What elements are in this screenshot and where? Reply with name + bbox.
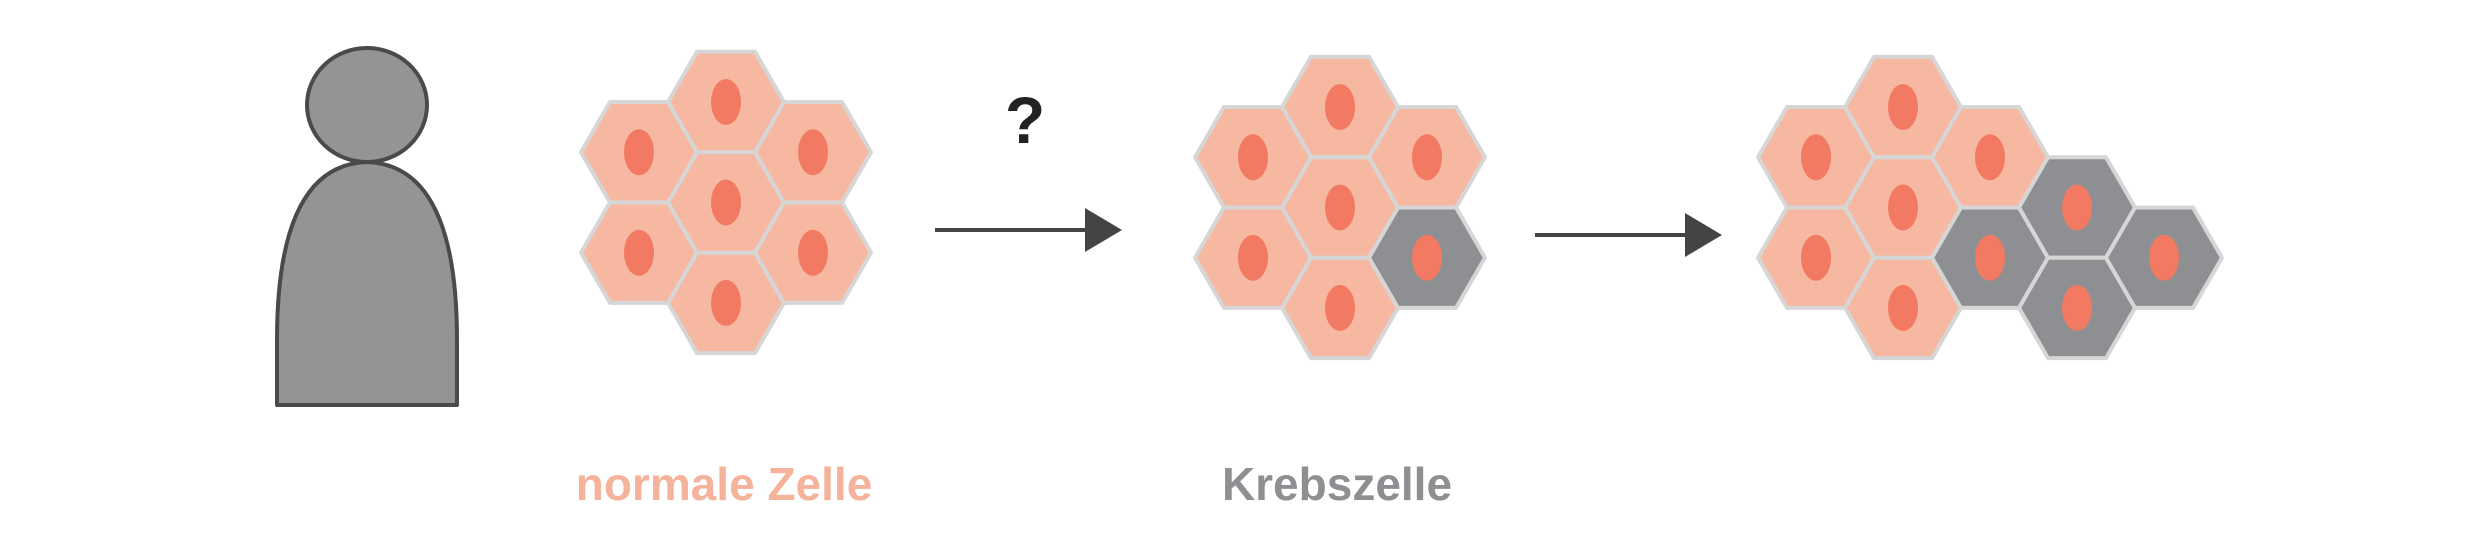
normal-cell-cluster xyxy=(579,49,873,356)
tumor-cell-cluster xyxy=(1756,54,2224,361)
cancer-cell-label: Krebszelle xyxy=(1222,458,1452,510)
first-cancer-cell-cluster xyxy=(1193,54,1487,361)
arrow-right-icon xyxy=(935,208,1122,252)
cell-nucleus xyxy=(1238,234,1268,281)
cancer-cell xyxy=(1367,205,1487,310)
normal-cell xyxy=(1756,105,1876,210)
normal-cell-label: normale Zelle xyxy=(576,458,873,510)
cell-nucleus xyxy=(1975,134,2005,181)
person-head xyxy=(305,46,429,164)
cell-nucleus xyxy=(1325,284,1355,331)
cell-nucleus xyxy=(624,129,654,176)
cell-nucleus xyxy=(1412,234,1442,281)
cell-nucleus xyxy=(1325,84,1355,130)
cell-nucleus xyxy=(1238,134,1268,181)
cell-nucleus xyxy=(1801,134,1831,181)
cell-nucleus xyxy=(2062,184,2092,231)
cell-nucleus xyxy=(2149,234,2179,281)
normal-cell xyxy=(1756,205,1876,310)
cancer-cell xyxy=(1930,205,2050,310)
cell-nucleus xyxy=(711,79,741,125)
normal-cell xyxy=(1193,205,1313,310)
cell-nucleus xyxy=(1325,184,1355,231)
cancer-cell xyxy=(2104,205,2224,310)
cell-nucleus xyxy=(624,229,654,276)
cell-nucleus xyxy=(798,129,828,176)
cell-nucleus xyxy=(1888,84,1918,130)
cell-nucleus xyxy=(711,279,741,326)
arrow-right-icon xyxy=(1535,213,1722,257)
normal-cell xyxy=(579,200,699,305)
cell-nucleus xyxy=(1412,134,1442,181)
cell-nucleus xyxy=(1888,184,1918,231)
question-mark: ? xyxy=(1005,83,1045,157)
normal-cell xyxy=(753,100,873,205)
cell-nucleus xyxy=(1801,234,1831,281)
person-body xyxy=(275,160,459,407)
normal-cell xyxy=(753,200,873,305)
normal-cell xyxy=(1843,54,1963,160)
cell-nucleus xyxy=(711,179,741,226)
cell-nucleus xyxy=(1975,234,2005,281)
cell-nucleus xyxy=(2062,284,2092,331)
normal-cell xyxy=(1843,255,1963,361)
person-icon xyxy=(275,46,459,407)
cell-nucleus xyxy=(798,229,828,276)
cell-nucleus xyxy=(1888,284,1918,331)
